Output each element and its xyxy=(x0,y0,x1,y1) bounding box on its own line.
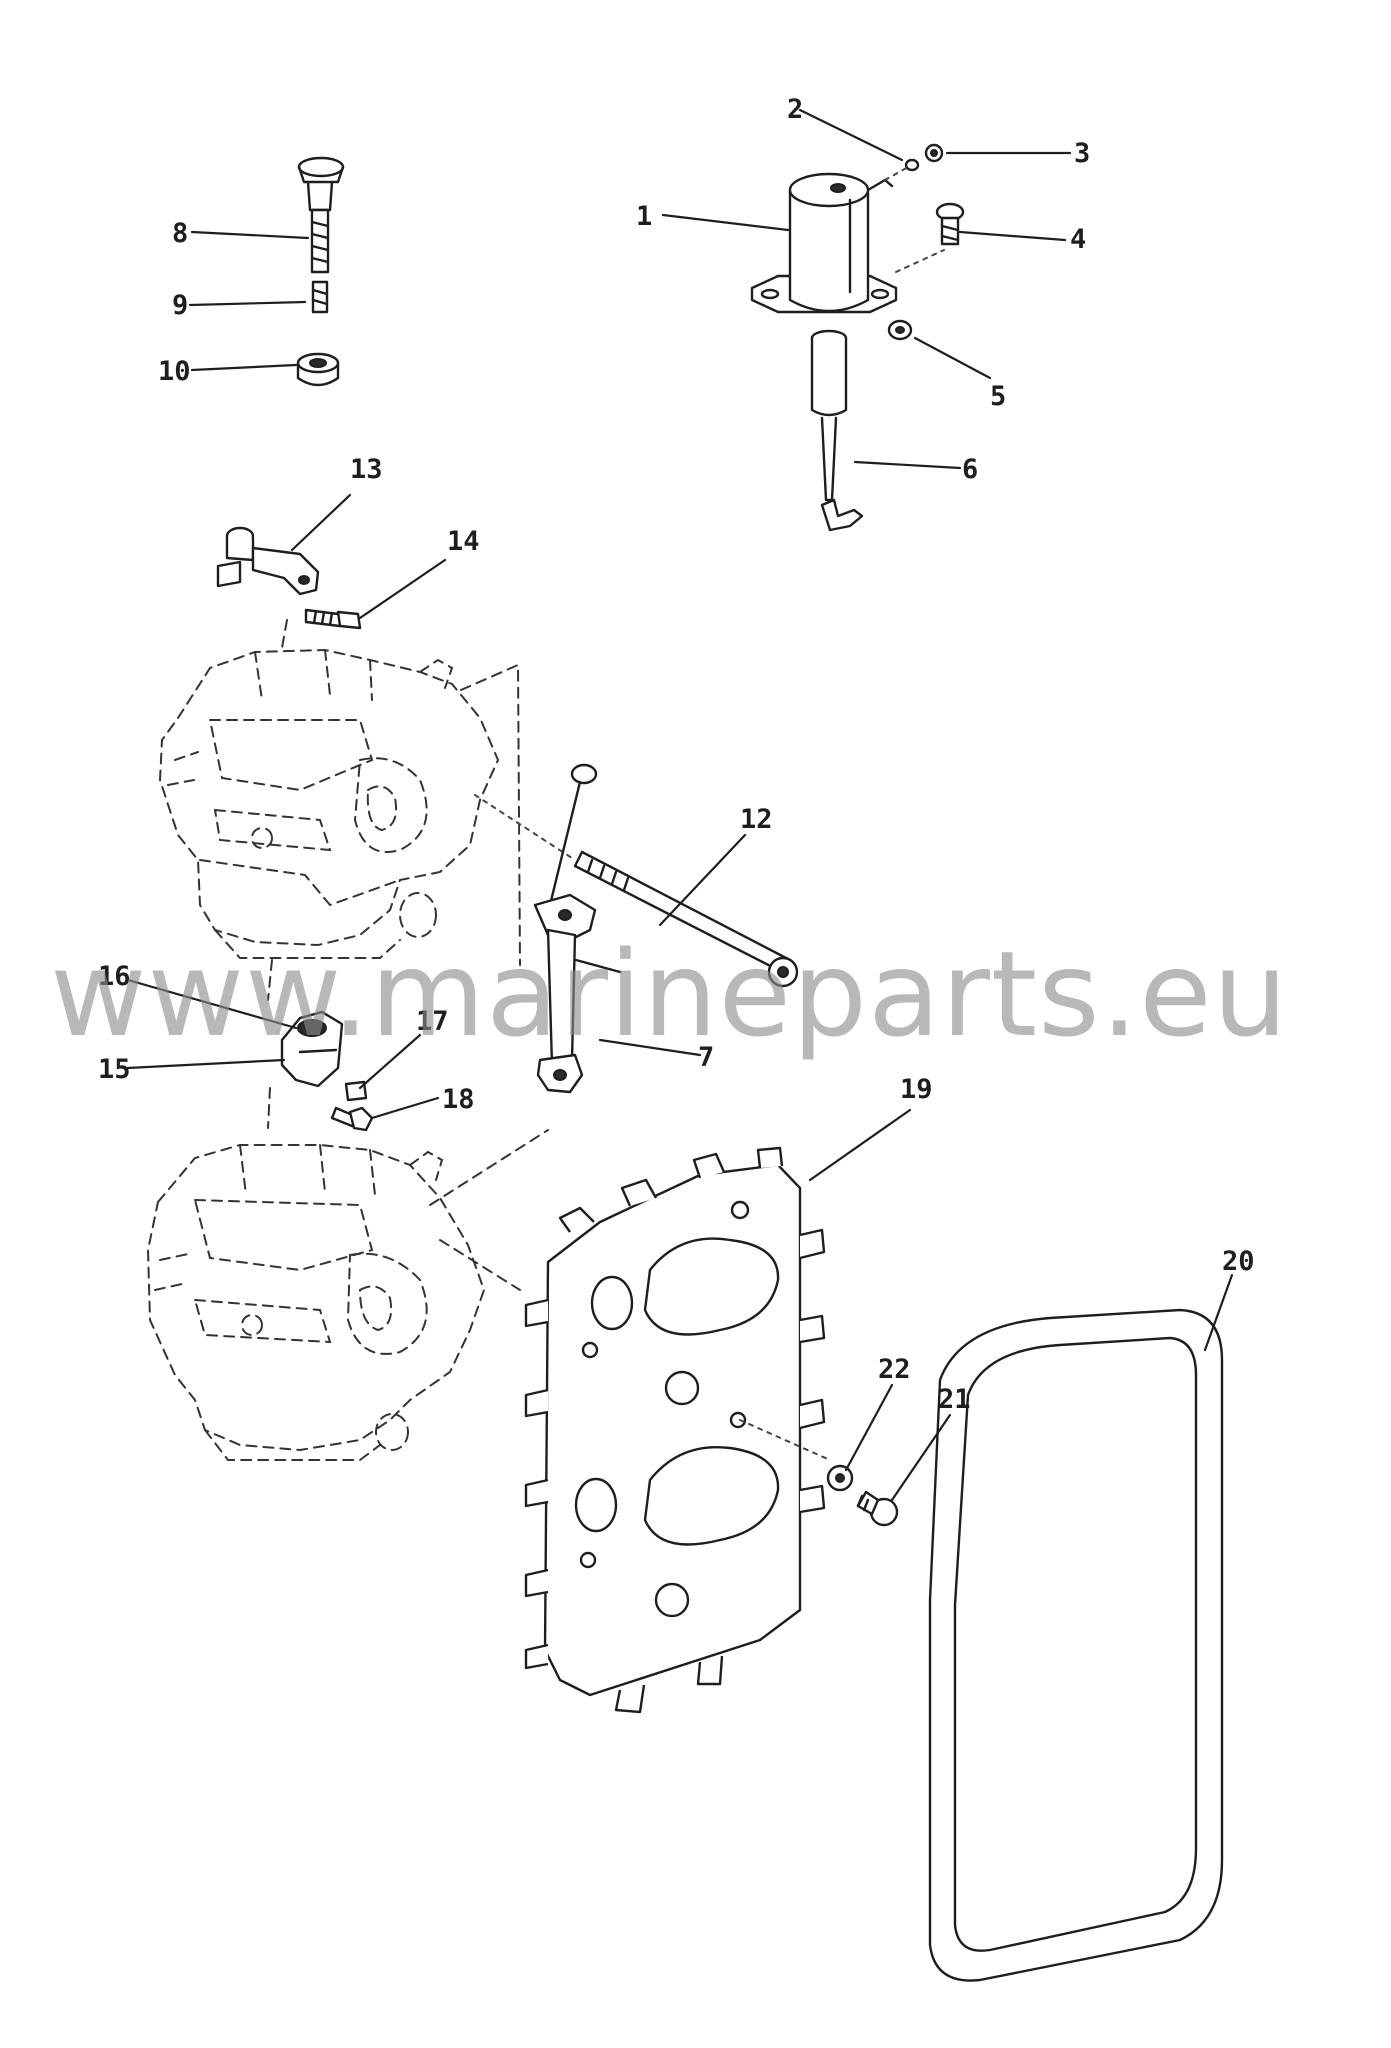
part-9-spring xyxy=(311,280,329,314)
part-22-washer xyxy=(826,1464,854,1492)
part-13-lever xyxy=(216,526,320,596)
callout-18: 18 xyxy=(442,1084,475,1115)
leader-lines xyxy=(126,108,1234,1502)
part-6-plunger xyxy=(810,329,864,532)
part-1-solenoid xyxy=(750,172,898,314)
part-7-link xyxy=(533,763,622,1094)
part-12-shaft xyxy=(573,850,799,988)
callout-19: 19 xyxy=(900,1074,933,1105)
callout-4: 4 xyxy=(1070,224,1086,255)
callout-labels: 2 3 4 5 6 1 8 9 10 13 14 12 16 15 17 18 … xyxy=(98,94,1255,1415)
upper-carburetor-phantom xyxy=(158,648,500,959)
part-19-plate xyxy=(524,1146,826,1714)
lower-carburetor-phantom xyxy=(146,1144,486,1461)
part-3-nut xyxy=(924,143,944,163)
callout-3: 3 xyxy=(1074,138,1090,169)
callout-10: 10 xyxy=(158,356,191,387)
callout-6: 6 xyxy=(962,454,978,485)
callout-2: 2 xyxy=(787,94,803,125)
part-16-cam xyxy=(280,1010,344,1088)
part-10-grommet xyxy=(296,352,340,387)
part-8-idle-screw xyxy=(297,156,345,274)
callout-5: 5 xyxy=(990,381,1006,412)
callout-20: 20 xyxy=(1222,1246,1255,1277)
callout-12: 12 xyxy=(740,804,773,835)
callout-17: 17 xyxy=(416,1006,449,1037)
callout-1: 1 xyxy=(636,201,652,232)
part-20-seal xyxy=(928,1308,1224,1982)
part-5-washer xyxy=(887,319,913,341)
part-2-lockwasher xyxy=(904,158,920,172)
callout-13: 13 xyxy=(350,454,383,485)
callout-16: 16 xyxy=(98,961,131,992)
callout-9: 9 xyxy=(172,290,188,321)
part-14-screw xyxy=(304,608,362,630)
callout-7: 7 xyxy=(698,1042,714,1073)
callout-21: 21 xyxy=(938,1384,971,1415)
callout-14: 14 xyxy=(447,526,480,557)
callout-15: 15 xyxy=(98,1054,131,1085)
callout-8: 8 xyxy=(172,218,188,249)
part-18-screw xyxy=(330,1106,374,1132)
callout-22: 22 xyxy=(878,1354,911,1385)
part-4-screw xyxy=(935,202,965,246)
part-21-screw xyxy=(856,1490,899,1527)
